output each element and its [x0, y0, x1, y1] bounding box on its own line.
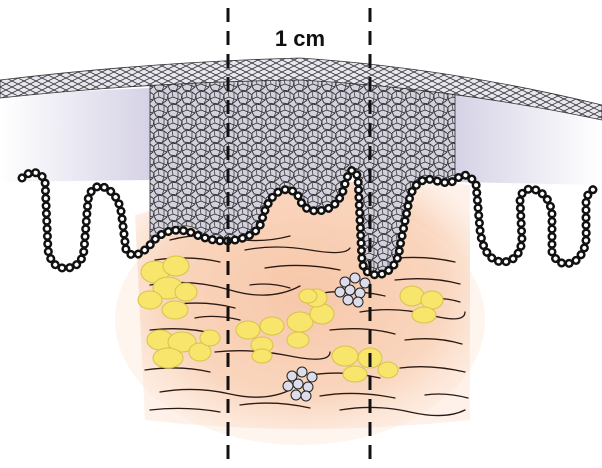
epidermis-side-left: [0, 88, 150, 182]
measurement-label: 1 cm: [275, 26, 325, 51]
